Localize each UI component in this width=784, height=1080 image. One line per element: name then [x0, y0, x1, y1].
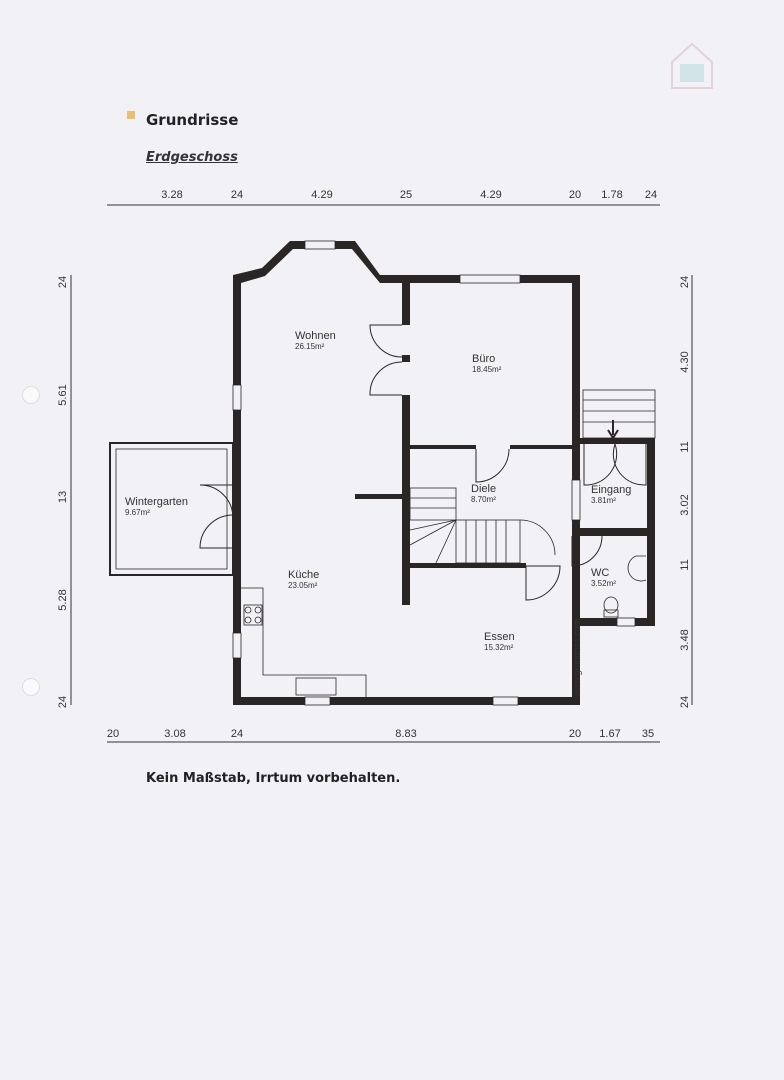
svg-text:24: 24 — [57, 276, 69, 288]
svg-text:Essen: Essen — [484, 631, 515, 643]
svg-text:Küche: Küche — [288, 569, 319, 581]
svg-text:11: 11 — [679, 559, 691, 570]
disclaimer: Kein Maßstab, Irrtum vorbehalten. — [146, 771, 401, 786]
svg-text:13: 13 — [57, 491, 69, 503]
svg-text:1.67: 1.67 — [599, 728, 620, 740]
kitchen-counter — [241, 587, 367, 697]
svg-text:24: 24 — [231, 728, 243, 740]
bullet-icon — [127, 111, 135, 119]
svg-text:15.32m²: 15.32m² — [484, 643, 514, 652]
svg-text:Wintergarten: Wintergarten — [125, 496, 188, 508]
svg-text:25: 25 — [400, 189, 412, 201]
wc-fixtures — [603, 555, 647, 618]
svg-text:24: 24 — [231, 189, 243, 201]
svg-text:Wohnen: Wohnen — [295, 330, 336, 342]
svg-text:Eingang: Eingang — [591, 484, 631, 496]
svg-text:20: 20 — [107, 728, 119, 740]
house-logo-icon — [671, 42, 713, 89]
svg-text:9.67m²: 9.67m² — [125, 508, 150, 517]
svg-text:3.48: 3.48 — [679, 629, 691, 650]
svg-text:20: 20 — [569, 189, 581, 201]
dimension-lines — [70, 204, 693, 743]
punch-hole — [22, 678, 40, 696]
svg-text:1.78: 1.78 — [601, 189, 622, 201]
svg-text:3.52m²: 3.52m² — [591, 579, 616, 588]
svg-text:35: 35 — [642, 728, 654, 740]
dimension-labels-left: 24 5.61 13 5.28 24 — [57, 276, 69, 708]
floor-title: Erdgeschoss — [146, 150, 238, 165]
section-title: Grundrisse — [146, 111, 239, 129]
svg-text:20: 20 — [569, 728, 581, 740]
svg-text:3.08: 3.08 — [164, 728, 185, 740]
svg-text:23.05m²: 23.05m² — [288, 581, 318, 590]
punch-hole — [22, 386, 40, 404]
wintergarten-outline — [109, 442, 234, 576]
svg-text:24: 24 — [57, 696, 69, 708]
svg-text:Diele: Diele — [471, 483, 496, 495]
svg-text:5.28: 5.28 — [57, 589, 69, 610]
svg-text:3.02: 3.02 — [679, 494, 691, 515]
windows — [232, 240, 636, 706]
svg-text:24: 24 — [645, 189, 657, 201]
svg-text:24: 24 — [679, 696, 691, 708]
arrow-down-icon — [607, 420, 619, 440]
dimension-labels-top: 3.28 24 4.29 25 4.29 20 1.78 24 — [161, 189, 657, 201]
svg-text:24: 24 — [679, 276, 691, 288]
svg-text:26.15m²: 26.15m² — [295, 342, 325, 351]
dimension-labels-bottom: 20 3.08 24 8.83 20 1.67 35 — [107, 728, 654, 740]
svg-text:8.83: 8.83 — [395, 728, 416, 740]
svg-text:3.81m²: 3.81m² — [591, 496, 616, 505]
doors — [369, 324, 647, 601]
svg-text:4.30: 4.30 — [679, 351, 691, 372]
walls — [233, 241, 655, 705]
dimension-labels-right: 24 4.30 11 3.02 11 3.48 24 — [679, 276, 691, 708]
svg-text:4.29: 4.29 — [311, 189, 332, 201]
svg-text:4.29: 4.29 — [480, 189, 501, 201]
svg-text:8.70m²: 8.70m² — [471, 495, 496, 504]
svg-text:11: 11 — [679, 441, 691, 452]
svg-text:WC: WC — [591, 567, 609, 579]
staircase — [409, 487, 556, 564]
svg-text:5.61: 5.61 — [57, 384, 69, 405]
svg-text:Büro: Büro — [472, 353, 495, 365]
watermark-text: www.grundriss.com — [572, 619, 582, 698]
svg-text:3.28: 3.28 — [161, 189, 182, 201]
svg-text:18.45m²: 18.45m² — [472, 365, 502, 374]
entrance-steps — [582, 389, 656, 439]
